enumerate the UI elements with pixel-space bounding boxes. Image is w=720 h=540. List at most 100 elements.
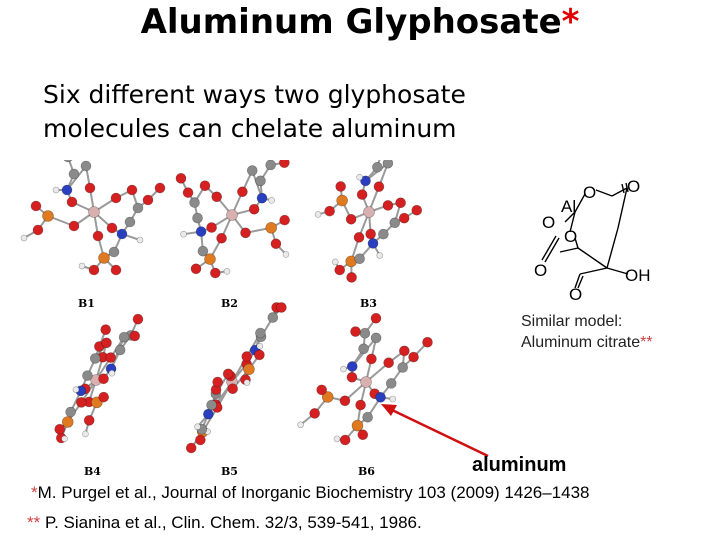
glyphosate-complex-model — [297, 313, 433, 446]
atom-sphere — [339, 434, 351, 446]
atom-sphere — [237, 186, 248, 198]
atom-sphere — [65, 406, 76, 418]
atom-sphere — [389, 395, 397, 403]
atom-sphere — [350, 326, 361, 337]
similar-model-name: Aluminum citrate — [521, 334, 641, 351]
atom-sphere — [197, 245, 209, 257]
atom-sphere — [255, 175, 266, 187]
atom-sphere — [206, 222, 217, 233]
atom-sphere — [335, 181, 346, 192]
aluminum-arrow-label: aluminum — [472, 454, 567, 476]
atom-sphere — [114, 344, 126, 356]
atom-sphere — [61, 416, 74, 428]
atom-sphere — [339, 395, 351, 407]
title-text: Aluminum Glyphosate — [140, 2, 562, 42]
atom-sphere — [265, 159, 276, 171]
atom-sphere — [316, 384, 327, 396]
structure-label-b6: B6 — [358, 465, 375, 478]
atom-sphere — [195, 434, 206, 446]
atom-sphere — [175, 173, 187, 184]
atom-sphere — [256, 192, 268, 204]
atom-sphere — [268, 196, 275, 204]
atom-sphere — [356, 173, 363, 181]
reference-2: ** P. Sianina et al., Clin. Chem. 32/3, … — [27, 512, 422, 533]
structure-label-b2: B2 — [221, 297, 238, 310]
title-footnote-mark: * — [561, 2, 580, 42]
atom-sphere — [42, 210, 54, 222]
atom-sphere — [241, 351, 253, 362]
atom-sphere — [61, 435, 68, 443]
atom-sphere — [118, 331, 130, 343]
subtitle-line-2: molecules can chelate aluminum — [43, 114, 457, 143]
atom-sphere — [385, 378, 397, 389]
atom-sphere — [346, 272, 357, 283]
citrate-o-symbol: O — [564, 227, 577, 246]
atom-sphere — [211, 191, 223, 203]
atom-sphere — [255, 327, 266, 339]
citrate-oh-symbol: OH — [625, 266, 651, 285]
atom-sphere — [124, 216, 136, 228]
molecule-structures-panel: B1 B2 B3 B4 B5 B6 — [14, 132, 444, 480]
atom-sphere — [297, 421, 304, 429]
atom-sphere — [226, 209, 238, 221]
atom-sphere — [360, 175, 371, 187]
atom-sphere — [82, 370, 93, 381]
atom-sphere — [309, 408, 320, 419]
atom-sphere — [216, 232, 227, 244]
atom-sphere — [254, 349, 265, 361]
atom-sphere — [80, 160, 92, 172]
atom-sphere — [106, 222, 118, 234]
atom-sphere — [375, 391, 386, 403]
atom-sphere — [321, 391, 334, 403]
atom-sphere — [382, 158, 394, 169]
atom-sphere — [240, 227, 251, 239]
atom-sphere — [276, 302, 287, 313]
structure-label-b1: B1 — [78, 297, 95, 310]
atom-sphere — [279, 157, 290, 168]
atom-sphere — [256, 342, 264, 350]
subtitle-line-1: Six different ways two glyphosate — [43, 80, 466, 109]
atom-sphere — [195, 226, 207, 237]
atom-sphere — [227, 383, 238, 395]
atom-sphere — [345, 213, 357, 225]
reference-1-text: M. Purgel et al., Journal of Inorganic B… — [37, 483, 590, 502]
similar-model-line-1: Similar model: — [521, 313, 623, 330]
atom-sphere — [132, 202, 144, 214]
atom-sphere — [324, 205, 335, 217]
atom-sphere — [83, 415, 95, 426]
atom-sphere — [32, 224, 44, 236]
atom-sphere — [108, 246, 120, 258]
atom-sphere — [314, 211, 322, 218]
atom-sphere — [373, 181, 385, 192]
similar-model-footnote-mark: ** — [640, 334, 653, 351]
structure-label-b3: B3 — [360, 297, 377, 310]
atom-sphere — [88, 206, 100, 218]
atom-sphere — [182, 187, 194, 198]
atom-sphere — [279, 214, 290, 226]
atom-sphere — [382, 200, 394, 211]
reference-2-text: P. Sianina et al., Clin. Chem. 32/3, 539… — [40, 513, 422, 532]
structure-label-b4: B4 — [84, 465, 101, 478]
glyphosate-complex-model — [314, 132, 423, 283]
atom-sphere — [399, 345, 410, 357]
atom-sphere — [422, 336, 433, 348]
atom-sphere — [68, 220, 80, 232]
citrate-o-symbol: O — [627, 177, 640, 196]
atom-sphere — [389, 217, 401, 229]
atom-sphere — [411, 204, 423, 216]
atom-sphere — [372, 161, 383, 173]
atom-sphere — [54, 423, 66, 435]
atom-sphere — [190, 263, 202, 275]
similar-model-caption: Similar model: Aluminum citrate** — [521, 311, 653, 353]
reference-1-mark: * — [31, 483, 38, 502]
atom-sphere — [203, 408, 214, 420]
atom-sphere — [129, 330, 141, 342]
atom-sphere — [84, 182, 96, 194]
atom-sphere — [142, 194, 154, 206]
atom-sphere — [351, 419, 364, 432]
atom-sphere — [101, 337, 112, 349]
atom-sphere — [92, 230, 104, 242]
atom-sphere — [72, 386, 80, 393]
atom-sphere — [346, 361, 358, 372]
atom-sphere — [110, 264, 122, 276]
